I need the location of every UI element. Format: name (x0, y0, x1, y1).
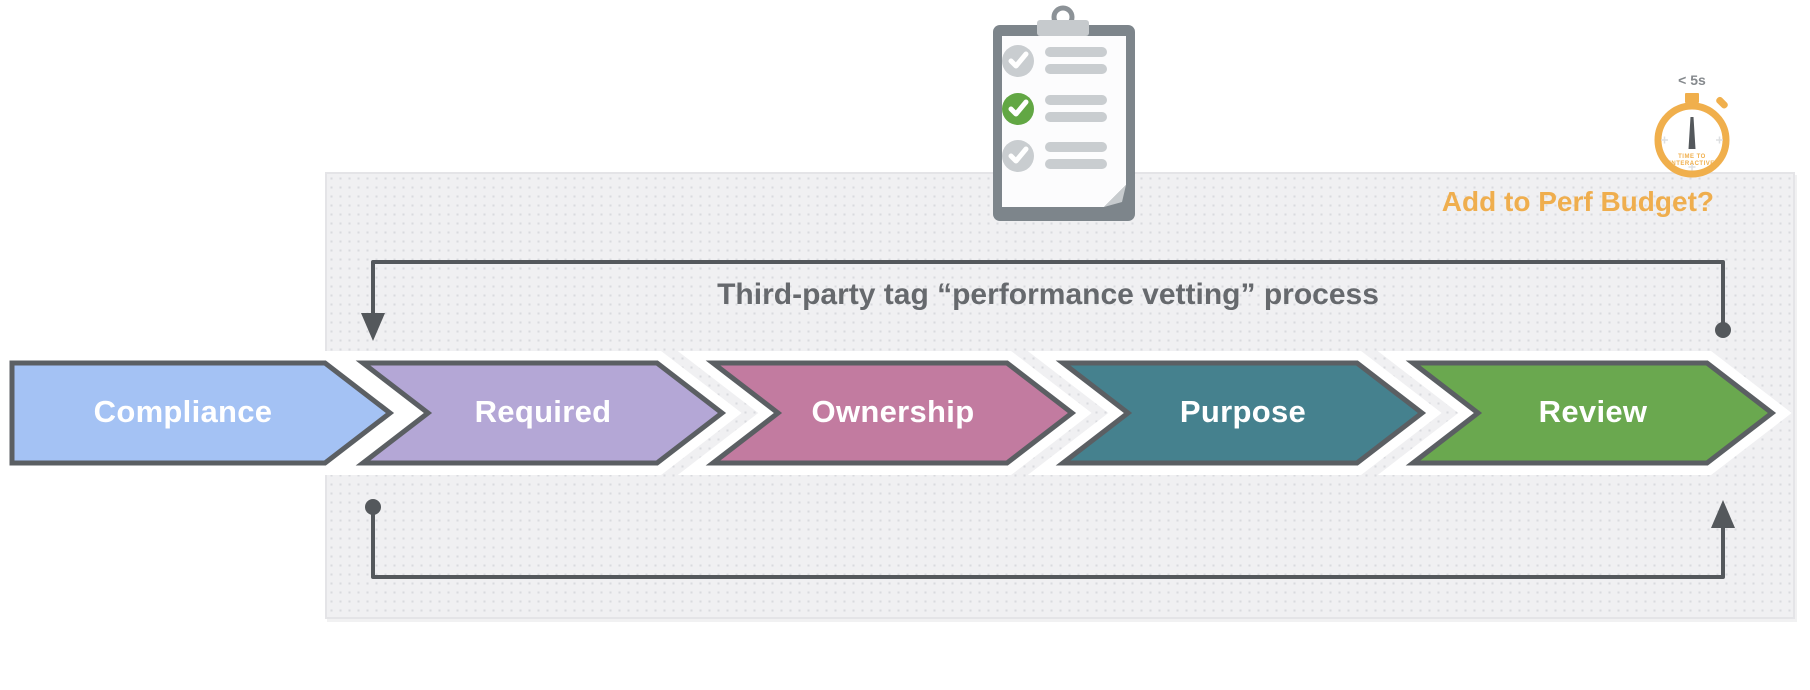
bottom-loop-line (371, 507, 1725, 579)
step-label-ownership: Ownership (811, 394, 975, 429)
bottom-feedback-loop (365, 499, 1735, 579)
check-mark-icon (1008, 99, 1029, 117)
top-loop-line (371, 260, 1725, 330)
bottom-loop-arrowhead-up-icon (1711, 500, 1735, 528)
text-line (1045, 142, 1107, 152)
check-mark-icon (1008, 146, 1029, 164)
stopwatch-button (1716, 96, 1728, 109)
text-line (1045, 159, 1107, 169)
arrow-purpose (1055, 360, 1427, 466)
step-label-purpose: Purpose (1179, 394, 1307, 429)
paper-fold-corner (1104, 185, 1126, 207)
top-loop-endpoint-dot (1715, 322, 1731, 338)
checklist-clipboard-icon (993, 5, 1135, 221)
stopwatch-time-label: < 5s (1678, 72, 1706, 88)
arrow-ownership (705, 360, 1077, 466)
text-line (1045, 112, 1107, 122)
arrow-required (355, 360, 727, 466)
text-line (1045, 64, 1107, 74)
perf-budget-question: Add to Perf Budget? (1441, 186, 1714, 217)
top-loop-arrowhead-down-icon (361, 313, 385, 341)
top-feedback-loop (361, 260, 1731, 341)
text-line (1045, 47, 1107, 57)
dial-tick-marks (1661, 136, 1723, 171)
process-steps (9, 360, 1777, 466)
stopwatch-crown (1685, 93, 1699, 103)
step-label-review: Review (1538, 394, 1648, 429)
clipboard-clip (1037, 20, 1089, 36)
stopwatch-icon: < 5s TIME TO INTERACTIVE (1654, 72, 1730, 178)
step-label-required: Required (474, 394, 612, 429)
process-title: Third-party tag “performance vetting” pr… (717, 278, 1379, 311)
check-mark-icon (1008, 51, 1029, 69)
metric-label-line2: INTERACTIVE (1669, 161, 1715, 167)
checklist-row (1002, 93, 1107, 125)
bottom-loop-endpoint-dot (365, 499, 381, 515)
stopwatch-needle (1688, 117, 1696, 149)
arrow-review (1405, 360, 1777, 466)
arrow-compliance (9, 360, 395, 466)
checklist-row (1002, 140, 1107, 172)
metric-label-line1: TIME TO (1678, 154, 1706, 160)
checklist-row (1002, 45, 1107, 77)
step-label-compliance: Compliance (93, 394, 273, 429)
text-line (1045, 95, 1107, 105)
